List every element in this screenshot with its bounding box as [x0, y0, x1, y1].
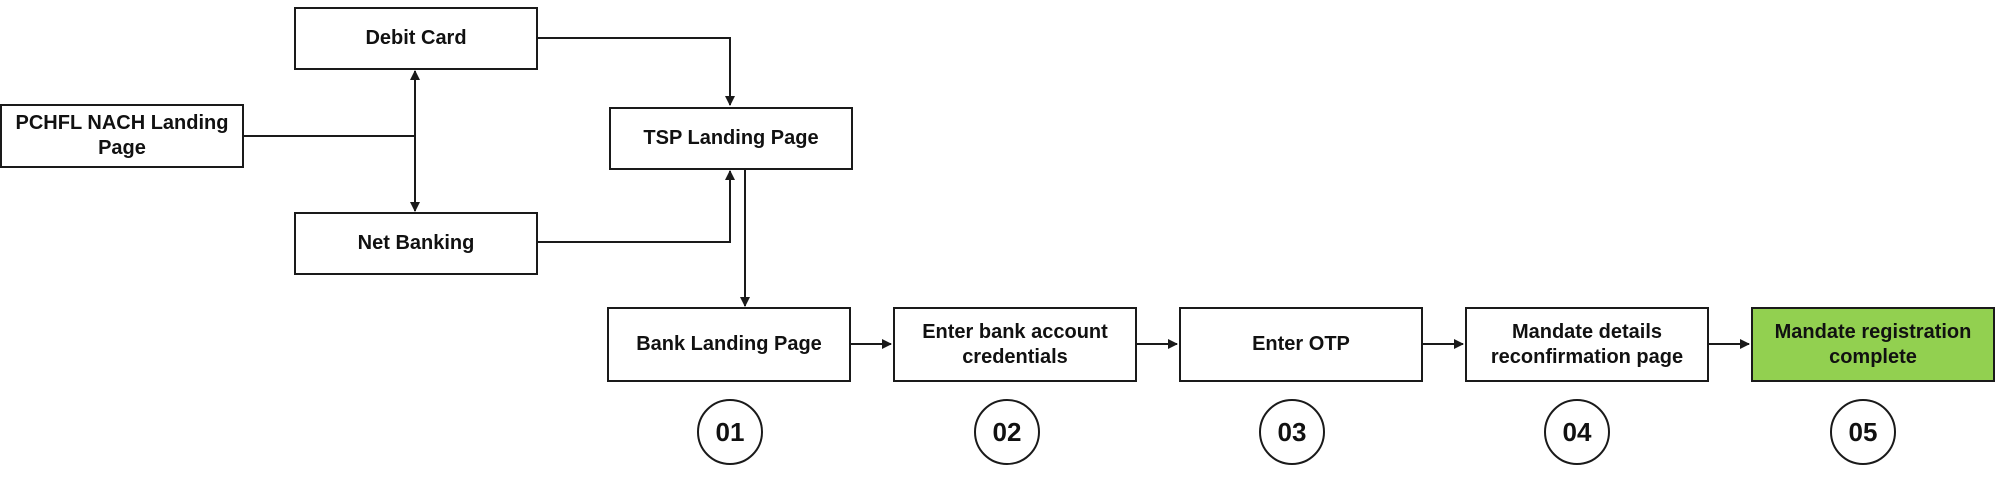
- arrow-debit-to-tsp: [536, 37, 735, 106]
- node-bank-landing-label: Bank Landing Page: [636, 333, 822, 355]
- step-badge-01: 01: [697, 399, 763, 465]
- node-enter-otp: Enter OTP: [1179, 307, 1423, 382]
- step-badge-01-label: 01: [715, 416, 745, 447]
- node-tsp-landing: TSP Landing Page: [609, 107, 853, 170]
- node-enter-credentials: Enter bank account credentials: [893, 307, 1137, 382]
- node-tsp-landing-label: TSP Landing Page: [643, 127, 819, 149]
- node-net-banking-label: Net Banking: [357, 232, 475, 254]
- node-debit-card-label: Debit Card: [365, 27, 467, 49]
- node-enter-otp-label: Enter OTP: [1252, 333, 1350, 355]
- step-badge-02-label: 02: [992, 416, 1022, 447]
- node-net-banking: Net Banking: [294, 212, 538, 275]
- node-mandate-reconfirm-label: Mandate details reconfirmation page: [1490, 320, 1684, 368]
- step-badge-03-label: 03: [1277, 416, 1307, 447]
- step-badge-05-label: 05: [1848, 416, 1878, 447]
- arrow-netbanking-to-tsp: [536, 170, 735, 243]
- node-nach-landing: PCHFL NACH Landing Page: [0, 104, 244, 168]
- node-mandate-complete: Mandate registration complete: [1751, 307, 1995, 382]
- node-debit-card: Debit Card: [294, 7, 538, 70]
- step-badge-02: 02: [974, 399, 1040, 465]
- node-bank-landing: Bank Landing Page: [607, 307, 851, 382]
- step-badge-05: 05: [1830, 399, 1896, 465]
- step-badge-03: 03: [1259, 399, 1325, 465]
- node-mandate-reconfirm: Mandate details reconfirmation page: [1465, 307, 1709, 382]
- node-enter-credentials-label: Enter bank account credentials: [922, 320, 1108, 368]
- node-mandate-complete-label: Mandate registration complete: [1774, 320, 1972, 368]
- step-badge-04: 04: [1544, 399, 1610, 465]
- step-badge-04-label: 04: [1562, 416, 1592, 447]
- node-nach-landing-label: PCHFL NACH Landing Page: [15, 112, 229, 159]
